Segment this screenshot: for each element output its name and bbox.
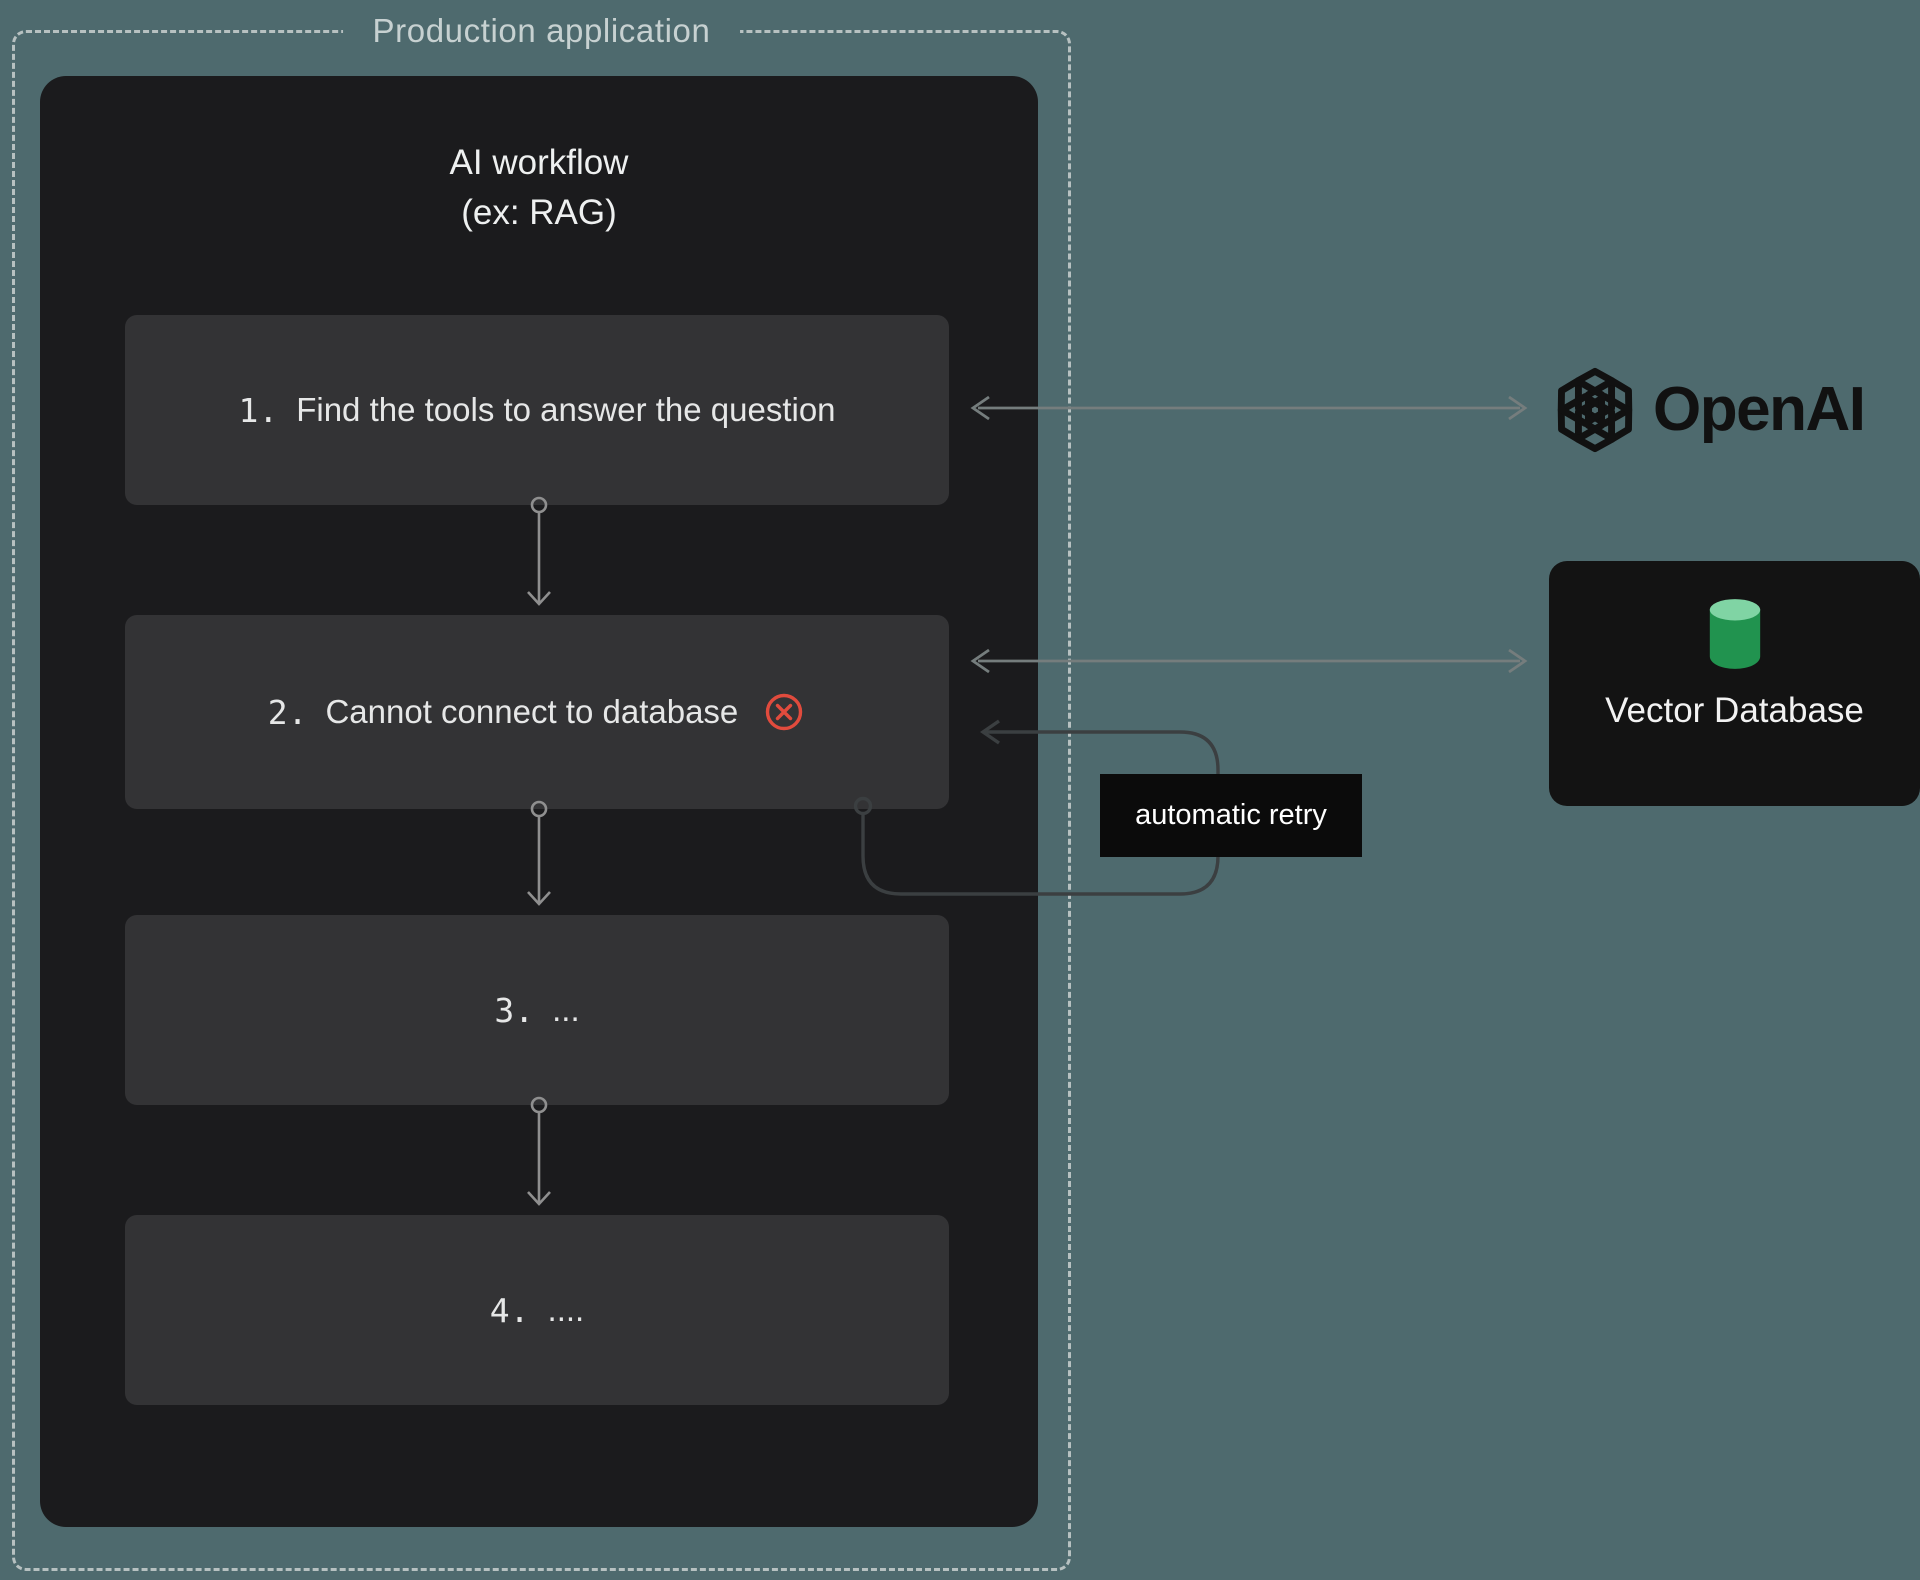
step-number: 3. xyxy=(494,990,535,1030)
workflow-step-3: 3. ... xyxy=(125,915,949,1105)
database-icon xyxy=(1709,599,1760,669)
openai-logo-icon xyxy=(1549,364,1641,456)
step-number: 1. xyxy=(238,390,279,430)
vector-database-panel: Vector Database xyxy=(1549,561,1920,806)
workflow-step-2: 2. Cannot connect to database xyxy=(125,615,949,809)
production-frame-label: Production application xyxy=(342,9,741,52)
workflow-step-4: 4. .... xyxy=(125,1215,949,1405)
workflow-title-line2: (ex: RAG) xyxy=(461,193,617,232)
step-number: 4. xyxy=(489,1290,530,1330)
openai-wordmark: OpenAI xyxy=(1653,375,1866,444)
step-number: 2. xyxy=(267,692,308,732)
production-frame: Production application AI workflow (ex: … xyxy=(12,9,1071,1571)
openai-logo: OpenAI xyxy=(1549,364,1866,456)
step-label: .... xyxy=(547,1291,585,1328)
automatic-retry-badge: automatic retry xyxy=(1100,774,1362,857)
down-arrow-icon xyxy=(527,1096,551,1206)
step-label: Find the tools to answer the question xyxy=(296,391,836,428)
step-label: ... xyxy=(552,991,580,1028)
ai-workflow-panel: AI workflow (ex: RAG) 1. Find the tools … xyxy=(40,76,1038,1527)
workflow-title-line1: AI workflow xyxy=(449,143,629,182)
workflow-title: AI workflow (ex: RAG) xyxy=(40,138,1038,238)
error-icon xyxy=(762,690,806,734)
down-arrow-icon xyxy=(527,800,551,906)
workflow-step-1: 1. Find the tools to answer the question xyxy=(125,315,949,505)
vector-database-label: Vector Database xyxy=(1605,691,1864,730)
down-arrow-icon xyxy=(527,496,551,606)
step-label: Cannot connect to database xyxy=(325,693,739,730)
